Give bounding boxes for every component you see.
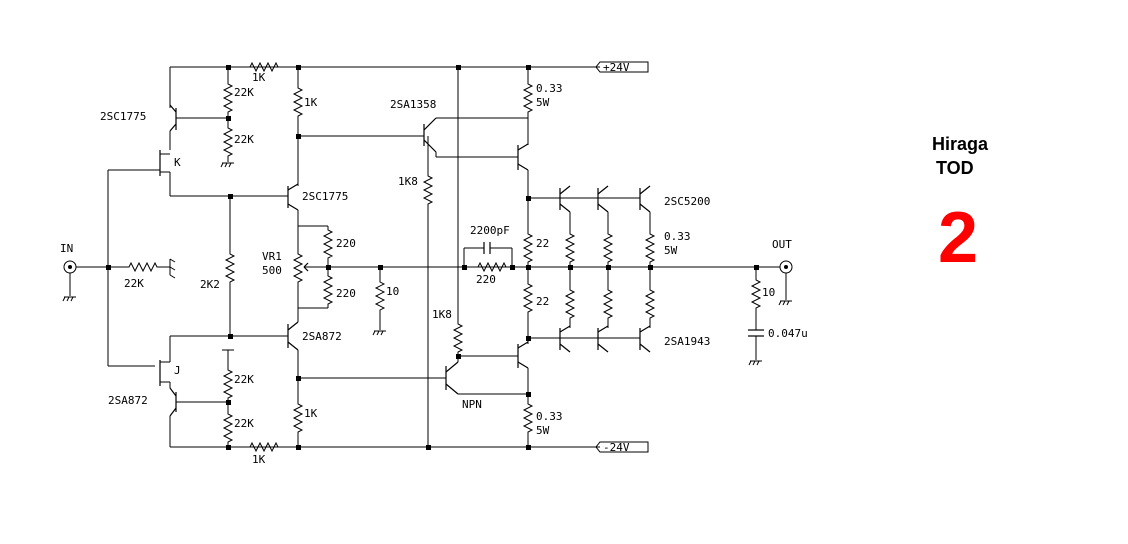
label-q-2sc5200: 2SC5200 bbox=[664, 195, 710, 208]
label-r-in-22k: 22K bbox=[124, 277, 144, 290]
label-r-1k-top-col: 1K bbox=[304, 96, 318, 109]
label-r-22-b: 22 bbox=[536, 295, 549, 308]
label-q-2sa872-mid: 2SA872 bbox=[302, 330, 342, 343]
label-q-2sa1358: 2SA1358 bbox=[390, 98, 436, 111]
output-network bbox=[748, 260, 793, 366]
label-r-220-b: 220 bbox=[336, 287, 356, 300]
component-labels: +24V -24V IN OUT 1K 22K 22K 1K 2SC1775 K… bbox=[60, 61, 808, 466]
label-q-2sa872-bot: 2SA872 bbox=[108, 394, 148, 407]
top-input-stage bbox=[155, 62, 424, 336]
label-r-22k-c: 22K bbox=[234, 373, 254, 386]
label-r-033-emit: 0.33 bbox=[664, 230, 691, 243]
label-c-0047u: 0.047u bbox=[768, 327, 808, 340]
label-c-2200pf: 2200pF bbox=[470, 224, 510, 237]
label-r-1k8-bot: 1K8 bbox=[432, 308, 452, 321]
junction-dots bbox=[106, 65, 759, 450]
title-line-2: TOD bbox=[936, 158, 974, 178]
label-r-033-top: 0.33 bbox=[536, 82, 563, 95]
positive-rail bbox=[170, 61, 649, 73]
output-label: OUT bbox=[772, 238, 792, 251]
label-q-2sc1775-mid: 2SC1775 bbox=[302, 190, 348, 203]
label-r-5w-bot: 5W bbox=[536, 424, 550, 437]
label-r-2k2: 2K2 bbox=[200, 278, 220, 291]
label-r-in-bot-1k: 1K bbox=[252, 453, 266, 466]
label-r-22-a: 22 bbox=[536, 237, 549, 250]
label-q-fet-k: K bbox=[174, 156, 181, 169]
label-r-22k-b: 22K bbox=[234, 133, 254, 146]
label-r-in-top-1k: 1K bbox=[252, 71, 266, 84]
output-stage bbox=[460, 67, 756, 447]
label-vr1-value: 500 bbox=[262, 264, 282, 277]
label-r-1k8-top: 1K8 bbox=[398, 175, 418, 188]
label-r-220-fb: 220 bbox=[476, 273, 496, 286]
driver-stage bbox=[423, 67, 528, 447]
title-number: 2 bbox=[938, 198, 978, 278]
title-block: Hiraga TOD 2 bbox=[932, 134, 989, 278]
label-vr1: VR1 bbox=[262, 250, 282, 263]
label-r-033-bot: 0.33 bbox=[536, 410, 563, 423]
bottom-input-stage bbox=[159, 321, 446, 452]
label-r-22k-a: 22K bbox=[234, 86, 254, 99]
label-r-220-a: 220 bbox=[336, 237, 356, 250]
label-r-1k-bot-col: 1K bbox=[304, 407, 318, 420]
input-label: IN bbox=[60, 242, 73, 255]
rail-positive-label: +24V bbox=[603, 61, 630, 74]
label-q-2sa1943: 2SA1943 bbox=[664, 335, 710, 348]
label-r-5w-emit: 5W bbox=[664, 244, 678, 257]
label-q-npn: NPN bbox=[462, 398, 482, 411]
negative-rail bbox=[170, 441, 649, 453]
label-r-10-out: 10 bbox=[762, 286, 775, 299]
label-q-fet-j: J bbox=[174, 364, 181, 377]
rail-negative-label: -24V bbox=[603, 441, 630, 454]
label-r-5w-top: 5W bbox=[536, 96, 550, 109]
label-r-10-mid: 10 bbox=[386, 285, 399, 298]
label-r-22k-d: 22K bbox=[234, 417, 254, 430]
title-line-1: Hiraga bbox=[932, 134, 989, 154]
label-q-2sc1775-top: 2SC1775 bbox=[100, 110, 146, 123]
input-connector bbox=[62, 169, 176, 367]
feedback-rc bbox=[463, 242, 513, 272]
